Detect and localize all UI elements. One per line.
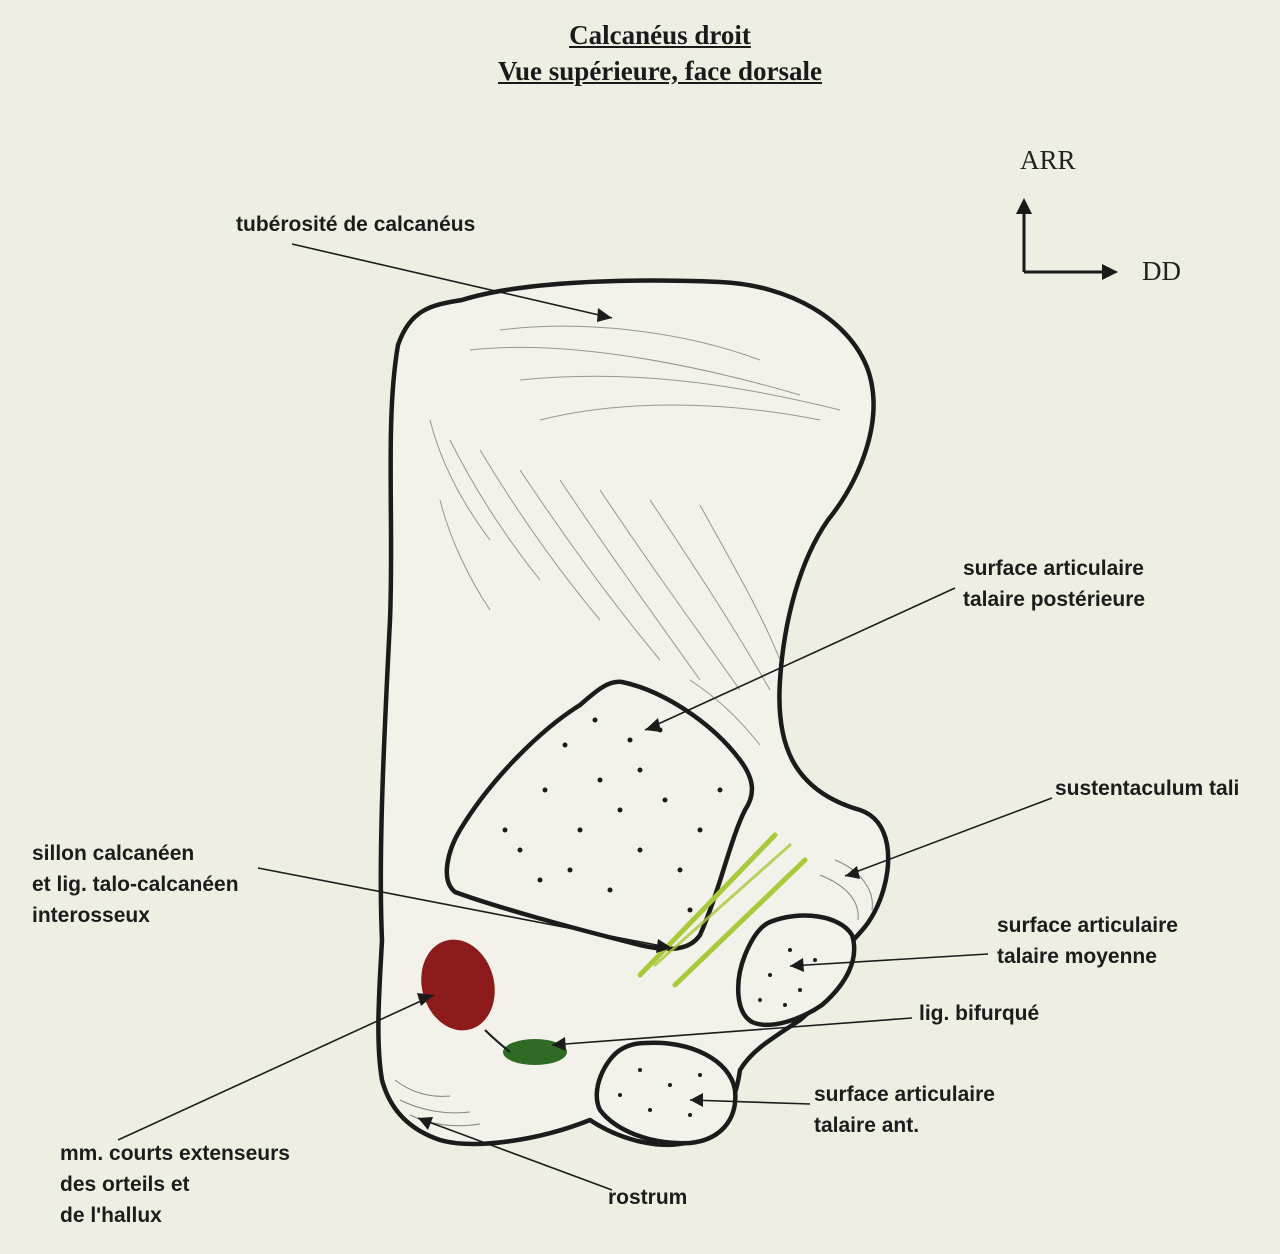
title-line-2: Vue supérieure, face dorsale	[498, 56, 822, 86]
muscle-insertion-red	[421, 939, 495, 1031]
label-mm-courts-line3: de l'hallux	[60, 1204, 162, 1227]
label-sustentaculum: sustentaculum tali	[1055, 777, 1240, 800]
label-surface-moyenne: surface articulaire talaire moyenne	[997, 910, 1178, 972]
label-mm-courts-line1: mm. courts extenseurs	[60, 1142, 290, 1165]
label-surface-anterieure-line1: surface articulaire	[814, 1083, 995, 1106]
label-surface-anterieure: surface articulaire talaire ant.	[814, 1079, 995, 1141]
leader-lines	[117, 243, 1053, 1191]
middle-talar-facet	[735, 913, 857, 1028]
label-surface-posterieure: surface articulaire talaire postérieure	[963, 553, 1145, 615]
label-surface-posterieure-line1: surface articulaire	[963, 557, 1144, 580]
direction-label-dd: DD	[1142, 256, 1181, 286]
label-lig-bifurque: lig. bifurqué	[919, 1002, 1040, 1025]
orientation-arrows-icon	[1016, 198, 1118, 280]
anterior-talar-facet	[594, 1040, 738, 1146]
label-tuberosite: tubérosité de calcanéus	[236, 213, 476, 236]
label-rostrum: rostrum	[608, 1186, 688, 1209]
label-mm-courts-line2: des orteils et	[60, 1173, 190, 1196]
facet-texture-dots	[502, 717, 723, 913]
ligament-bifurcate-green	[503, 1039, 567, 1065]
title-line-1: Calcanéus droit	[569, 20, 751, 50]
label-surface-moyenne-line2: talaire moyenne	[997, 945, 1157, 968]
label-surface-anterieure-line2: talaire ant.	[814, 1114, 920, 1137]
label-sillon-line3: interosseux	[32, 904, 150, 927]
tuberosity-striations	[429, 325, 841, 746]
label-surface-moyenne-line1: surface articulaire	[997, 914, 1178, 937]
direction-label-arr: ARR	[1020, 145, 1076, 175]
posterior-talar-facet	[444, 679, 755, 952]
sillon-calcaneen-marks	[637, 832, 808, 988]
label-sillon-line1: sillon calcanéen	[32, 842, 195, 865]
label-sillon-line2: et lig. talo-calcanéen	[32, 873, 239, 896]
label-sillon: sillon calcanéen et lig. talo-calcanéen …	[32, 838, 239, 931]
label-surface-posterieure-line2: talaire postérieure	[963, 588, 1146, 611]
label-mm-courts: mm. courts extenseurs des orteils et de …	[60, 1138, 290, 1231]
